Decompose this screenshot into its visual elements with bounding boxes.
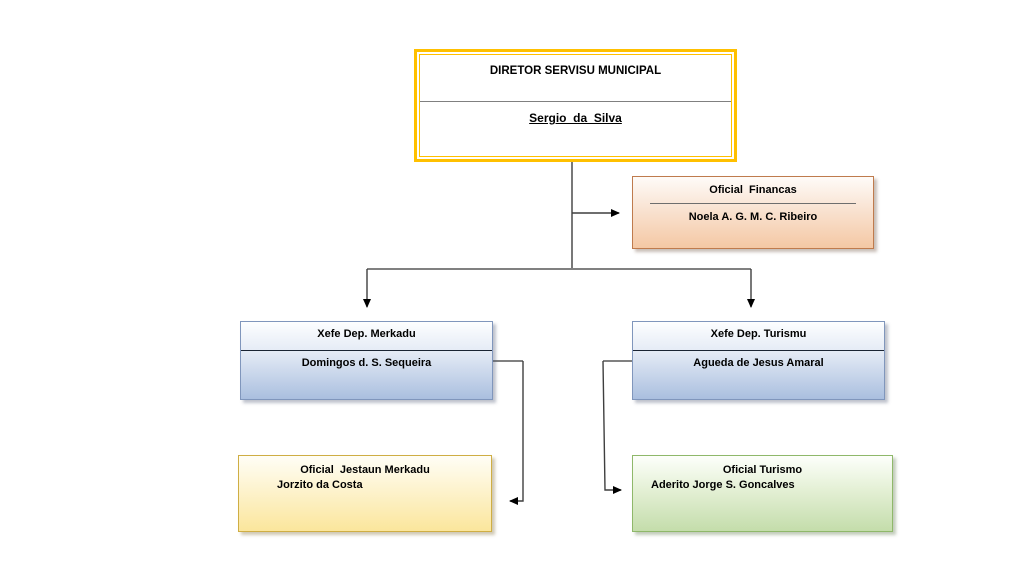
org-node-turismu: Xefe Dep. Turismu Agueda de Jesus Amaral bbox=[632, 321, 885, 400]
node-title: Xefe Dep. Turismu bbox=[710, 328, 807, 340]
node-title: Oficial Financas bbox=[709, 184, 797, 196]
node-divider bbox=[420, 101, 731, 102]
node-name: Jorzito da Costa bbox=[277, 479, 363, 491]
node-title: DIRETOR SERVISU MUNICIPAL bbox=[489, 65, 662, 77]
node-name: Domingos d. S. Sequeira bbox=[301, 357, 432, 369]
node-name: Sergio da Silva bbox=[529, 111, 622, 125]
node-divider bbox=[633, 350, 884, 351]
org-node-diretor: DIRETOR SERVISU MUNICIPAL Sergio da Silv… bbox=[414, 49, 737, 162]
org-node-oficial-turismo: Oficial Turismo Aderito Jorge S. Goncalv… bbox=[632, 455, 893, 532]
node-divider bbox=[649, 203, 857, 204]
node-name: Noela A. G. M. C. Ribeiro bbox=[688, 211, 818, 223]
node-title: Xefe Dep. Merkadu bbox=[317, 328, 416, 340]
org-node-jestaun-merkadu: Oficial Jestaun Merkadu Jorzito da Costa bbox=[238, 455, 492, 532]
edge-merkadu-jestaun bbox=[509, 361, 524, 505]
node-name: Agueda de Jesus Amaral bbox=[693, 357, 824, 369]
node-divider bbox=[241, 350, 492, 351]
node-name: Aderito Jorge S. Goncalves bbox=[651, 479, 795, 491]
node-title: Oficial Turismo bbox=[722, 464, 803, 476]
org-node-merkadu: Xefe Dep. Merkadu Domingos d. S. Sequeir… bbox=[240, 321, 493, 400]
org-node-financas: Oficial Financas Noela A. G. M. C. Ribei… bbox=[632, 176, 874, 249]
org-node-diretor-frame: DIRETOR SERVISU MUNICIPAL Sergio da Silv… bbox=[419, 54, 732, 157]
edge-turismu-oficial bbox=[602, 360, 622, 494]
node-title: Oficial Jestaun Merkadu bbox=[300, 464, 430, 476]
